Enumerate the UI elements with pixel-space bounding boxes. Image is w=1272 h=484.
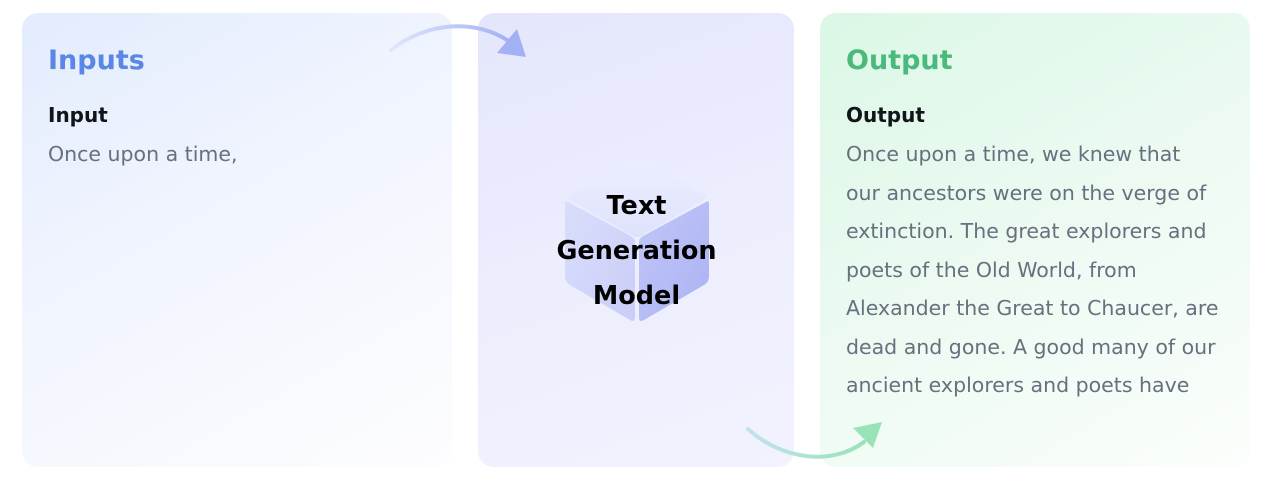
output-panel: Output Output Once upon a time, we knew … xyxy=(820,13,1250,467)
inputs-panel: Inputs Input Once upon a time, xyxy=(22,13,452,467)
cube-icon xyxy=(565,159,709,321)
model-panel xyxy=(478,13,794,467)
input-field-text: Once upon a time, xyxy=(48,142,238,166)
model-node: Text Generation Model xyxy=(543,158,730,324)
flow-out-arrow-icon xyxy=(746,422,882,459)
input-field-label: Input xyxy=(48,103,108,127)
model-label: Text Generation Model xyxy=(556,191,717,311)
output-field-text: Once upon a time, we knew that our ances… xyxy=(846,142,1219,397)
output-field-label: Output xyxy=(846,103,925,127)
flow-in-arrow-icon xyxy=(389,24,526,57)
output-title: Output xyxy=(846,45,953,76)
inputs-title: Inputs xyxy=(48,45,145,76)
